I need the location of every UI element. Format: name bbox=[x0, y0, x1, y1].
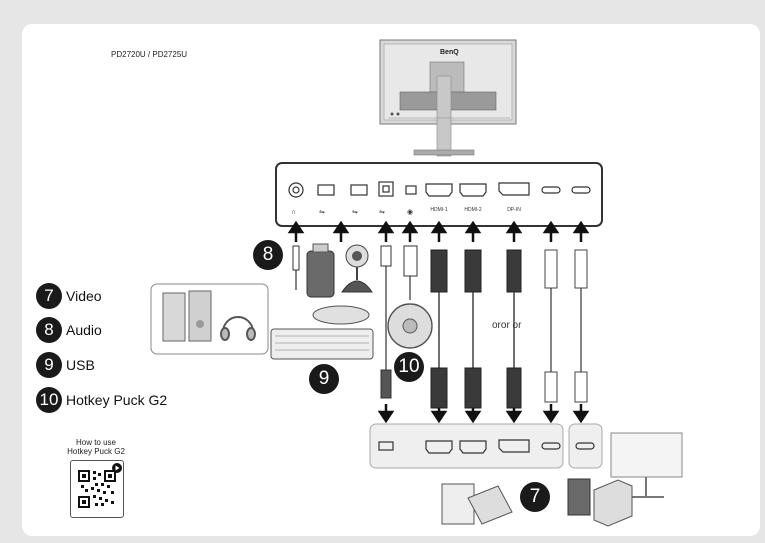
source-arrows bbox=[377, 404, 590, 424]
svg-text:⇋: ⇋ bbox=[319, 209, 325, 216]
callout-audio: 8 bbox=[253, 240, 283, 270]
legend-usb: 9 USB bbox=[36, 352, 95, 378]
brand-logo: BenQ bbox=[440, 49, 459, 56]
svg-text:⇋: ⇋ bbox=[352, 209, 358, 216]
legend-label-video: Video bbox=[66, 288, 102, 304]
port-label-dp-in: DP-IN bbox=[507, 207, 521, 213]
legend-label-usb: USB bbox=[66, 357, 95, 373]
audio-cable bbox=[292, 245, 300, 290]
svg-text:◉: ◉ bbox=[407, 209, 413, 216]
qr-code-icon bbox=[77, 463, 122, 509]
qr-title: How to use Hotkey Puck G2 bbox=[58, 438, 134, 456]
legend-label-audio: Audio bbox=[66, 322, 102, 338]
qr-title-line2: Hotkey Puck G2 bbox=[67, 447, 125, 456]
qr-code-frame[interactable] bbox=[70, 460, 124, 518]
ports-row bbox=[288, 181, 591, 198]
legend-video: 7 Video bbox=[36, 283, 102, 309]
model-label: PD2720U / PD2725U bbox=[111, 50, 188, 59]
port-arrows bbox=[287, 220, 590, 242]
usb-drive-icon bbox=[306, 243, 335, 298]
usb-cable bbox=[380, 245, 392, 399]
external-monitor-icon bbox=[610, 432, 683, 498]
legend-puck: 10 Hotkey Puck G2 bbox=[36, 387, 167, 413]
legend-badge-audio: 8 bbox=[36, 317, 62, 343]
svg-text:⇋: ⇋ bbox=[379, 209, 385, 216]
callout-puck: 10 bbox=[394, 352, 424, 382]
callout-usb: 9 bbox=[309, 364, 339, 394]
legend-badge-video: 7 bbox=[36, 283, 62, 309]
mouse-icon bbox=[312, 305, 370, 325]
monitor-rear-illustration bbox=[379, 39, 517, 157]
puck-cable bbox=[403, 245, 418, 300]
external-drives-icon bbox=[567, 478, 633, 527]
port-icon-labels: ∩ ⇋ ⇋ ⇋ ◉ bbox=[291, 209, 413, 216]
port-label-hdmi2: HDMI-2 bbox=[464, 207, 482, 213]
headphones-icon bbox=[220, 316, 256, 341]
qr-title-line1: How to use bbox=[75, 438, 117, 447]
hotkey-puck-icon bbox=[387, 303, 433, 349]
or-label: oror or bbox=[492, 320, 522, 331]
thunderbolt-port-panel bbox=[568, 423, 603, 469]
video-cables bbox=[430, 249, 588, 409]
legend-badge-puck: 10 bbox=[36, 387, 62, 413]
legend-label-puck: Hotkey Puck G2 bbox=[66, 392, 168, 408]
port-label-hdmi1: HDMI-1 bbox=[430, 207, 448, 213]
webcam-icon bbox=[341, 244, 373, 293]
svg-text:∩: ∩ bbox=[291, 209, 296, 216]
source-ports bbox=[378, 439, 595, 454]
callout-video: 7 bbox=[520, 482, 550, 512]
speakers-icon bbox=[162, 290, 212, 342]
legend-badge-usb: 9 bbox=[36, 352, 62, 378]
keyboard-icon bbox=[270, 328, 374, 360]
desktop-pc-icon bbox=[441, 483, 513, 525]
legend-audio: 8 Audio bbox=[36, 317, 102, 343]
source-port-panel bbox=[369, 423, 564, 469]
